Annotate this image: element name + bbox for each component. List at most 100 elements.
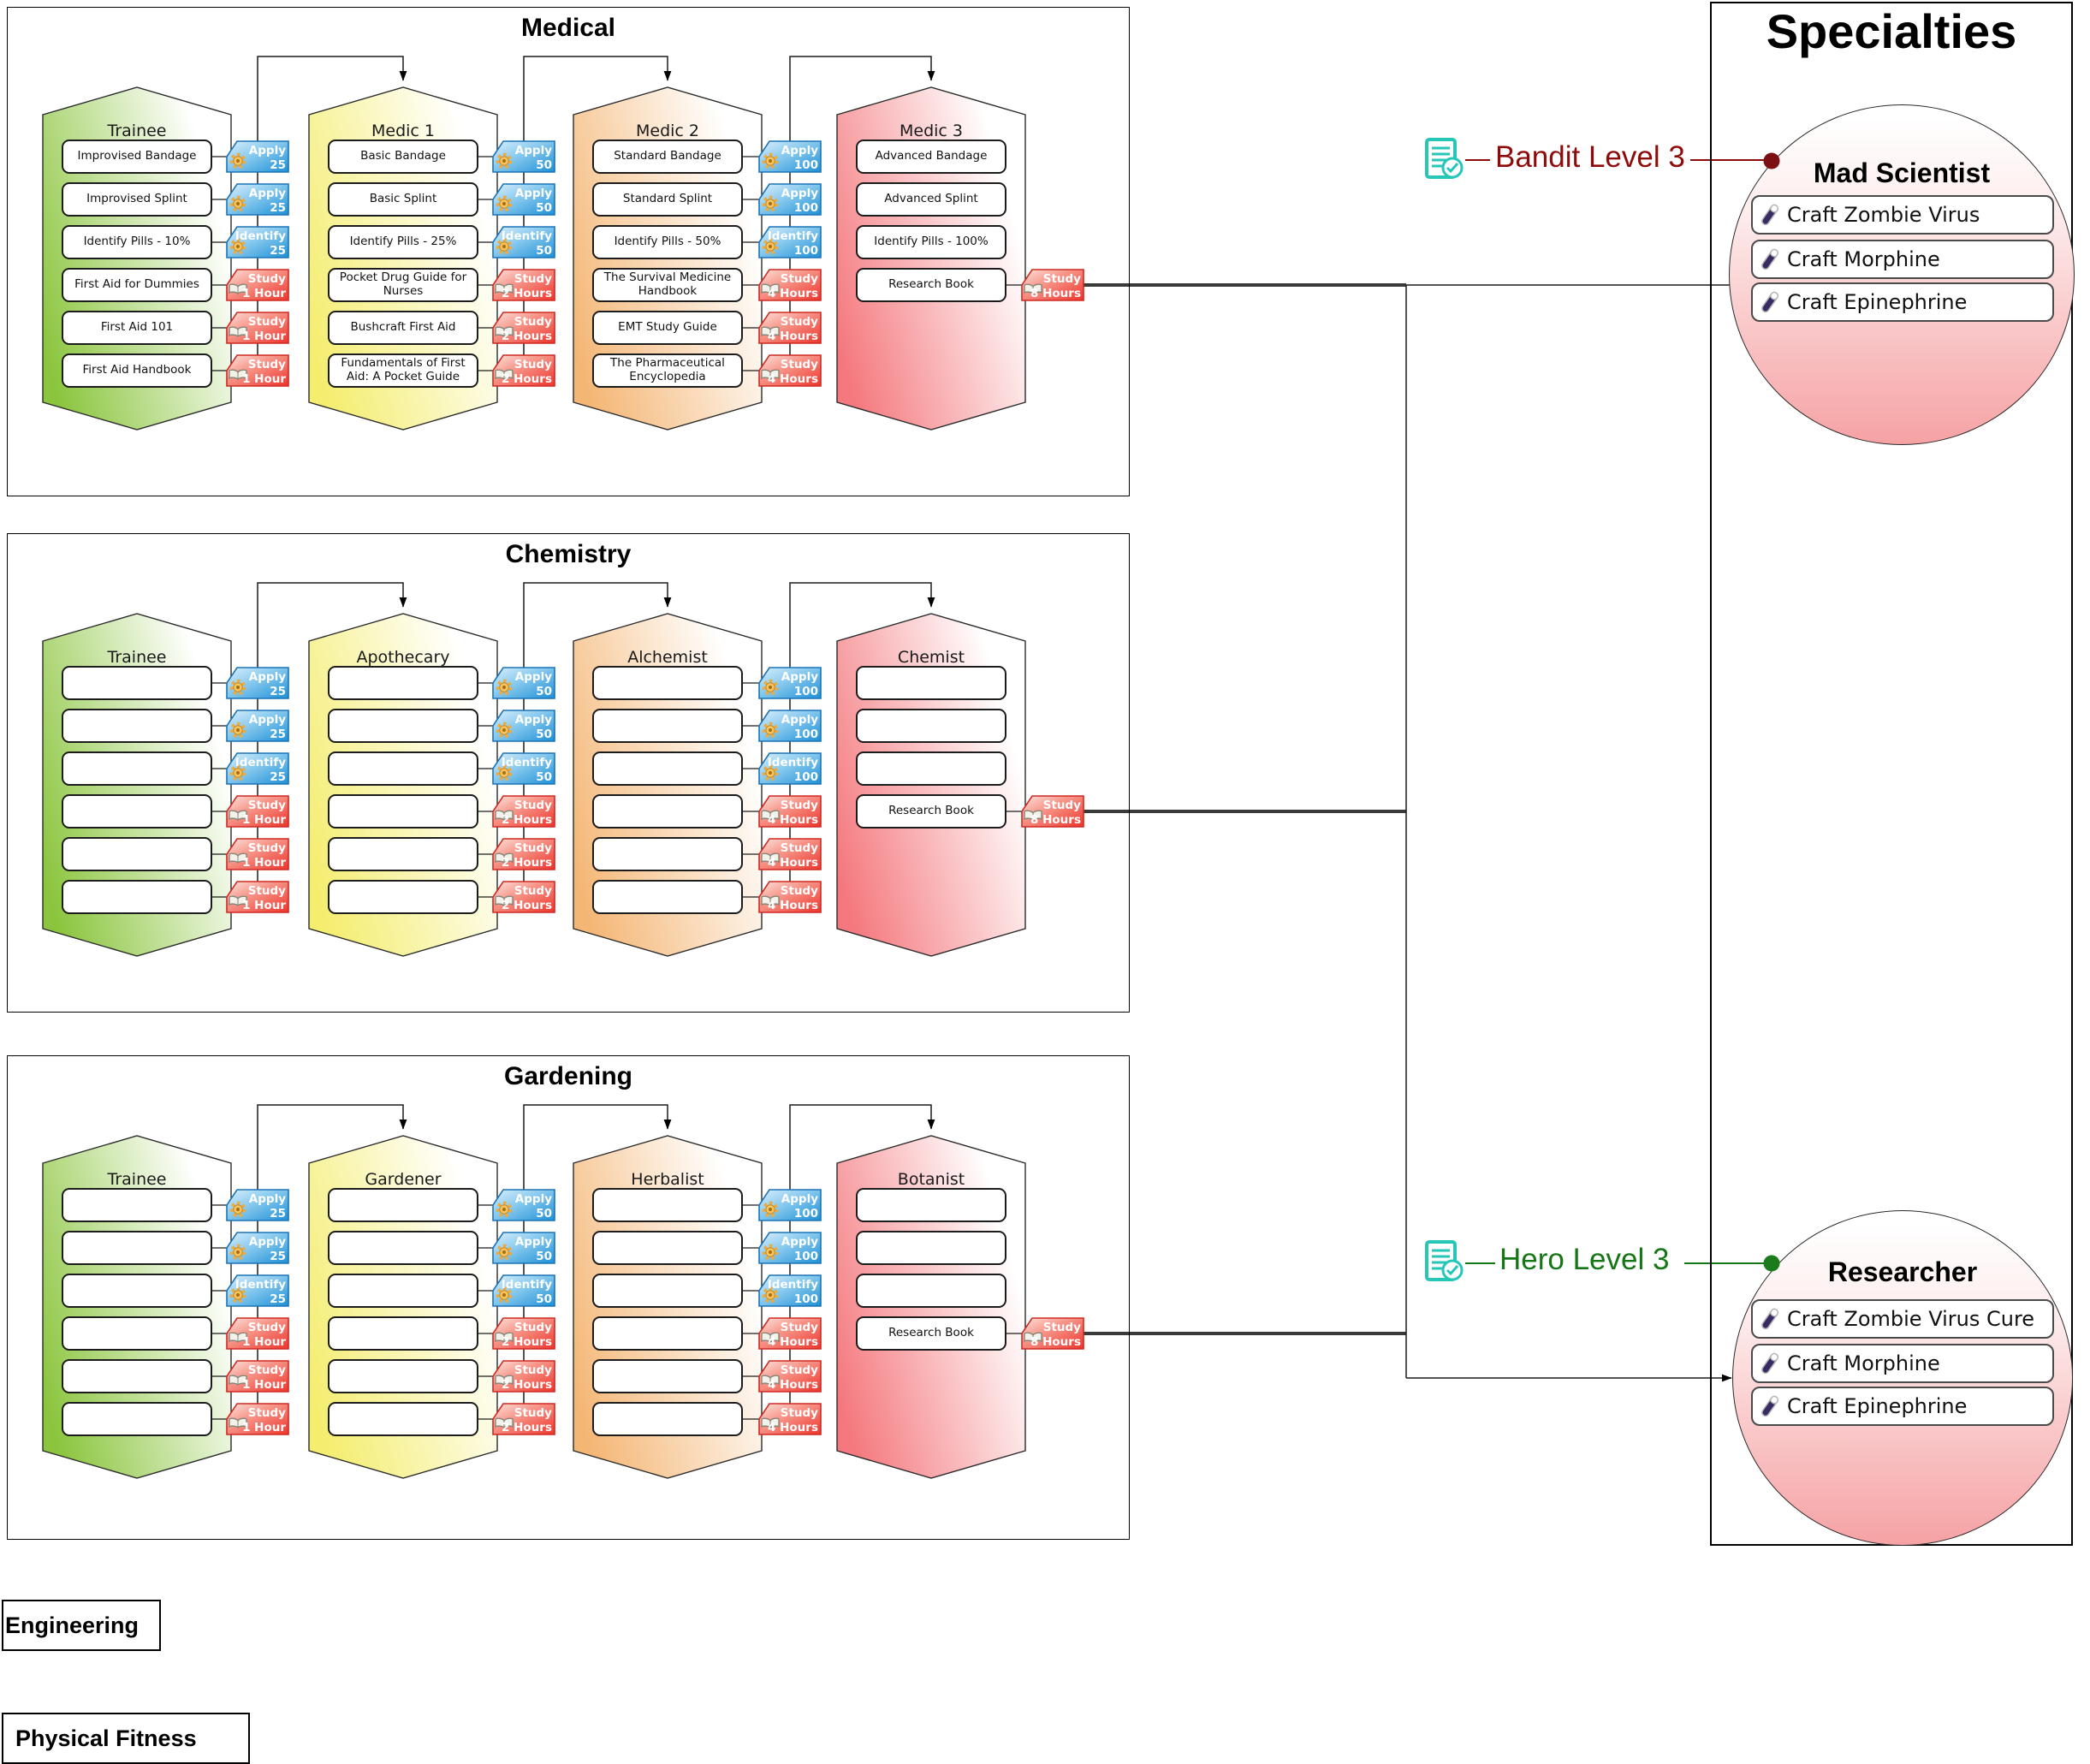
badge-value: 25 (270, 244, 286, 258)
gear-icon (229, 195, 246, 212)
skill-box-empty (62, 880, 212, 914)
badge-study: Study 1 Hour (223, 1359, 292, 1393)
skill-box-empty (328, 1188, 478, 1222)
badge-action: Study (781, 315, 818, 329)
badge-study: Study 1 Hour (223, 353, 292, 388)
badge-value: 1 Hour (242, 330, 286, 343)
badge-value: 25 (270, 1207, 286, 1221)
specialty-ability: Craft Epinephrine (1751, 282, 2054, 322)
book-icon (229, 283, 247, 294)
badge-study: Study 2 Hours (490, 1359, 558, 1393)
badge-action: Study (248, 884, 286, 898)
skill-box: First Aid for Dummies (62, 268, 212, 302)
skill-box: Identify Pills - 100% (856, 225, 1006, 259)
skill-box-empty (592, 1274, 743, 1308)
badge-value: 2 Hours (502, 1335, 552, 1349)
skill-box-empty (592, 1231, 743, 1265)
skill-box-empty (328, 794, 478, 829)
skill-box-empty (856, 1231, 1006, 1265)
badge-value: 50 (536, 1292, 552, 1306)
badge-study: Study 2 Hours (490, 311, 558, 345)
badge-value: 4 Hours (768, 287, 818, 300)
skill-box: Standard Bandage (592, 140, 743, 174)
badge-apply: Apply 50 (490, 182, 558, 217)
badge-action: Study (781, 1363, 818, 1377)
badge-action: Study (248, 358, 286, 371)
skill-box-empty (856, 1274, 1006, 1308)
specialty-ability-label: Craft Zombie Virus (1787, 203, 1980, 227)
skill-box: Advanced Bandage (856, 140, 1006, 174)
book-icon (761, 1375, 780, 1386)
badge-study: Study 1 Hour (223, 837, 292, 871)
skill-box-empty (328, 1231, 478, 1265)
badge-study: Study 4 Hours (756, 353, 824, 388)
badge-action: Study (1043, 272, 1081, 286)
badge-action: Study (514, 884, 552, 898)
badge-apply: Apply 100 (756, 1231, 824, 1265)
section-medical (7, 7, 1130, 496)
badge-action: Apply (249, 1235, 286, 1249)
skill-box-empty (592, 880, 743, 914)
specialty-ability-label: Craft Zombie Virus Cure (1787, 1307, 2035, 1331)
book-icon (229, 369, 247, 380)
badge-apply: Apply 25 (223, 182, 292, 217)
skill-box-empty (856, 666, 1006, 700)
badge-action: Study (781, 799, 818, 812)
specialty-ability-label: Craft Morphine (1787, 247, 1940, 271)
badge-action: Apply (249, 144, 286, 157)
badge-action: Study (1043, 1321, 1081, 1334)
badge-value: 100 (794, 685, 818, 698)
skill-box-empty (62, 1188, 212, 1222)
badge-action: Apply (515, 670, 552, 684)
badge-study: Study 8 Hours (1018, 794, 1087, 829)
category-box-physical-fitness: Physical Fitness (2, 1713, 250, 1764)
skill-box: First Aid Handbook (62, 353, 212, 388)
badge-action: Study (514, 1406, 552, 1420)
skill-box: Basic Bandage (328, 140, 478, 174)
skill-box: Fundamentals of First Aid: A Pocket Guid… (328, 353, 478, 388)
badge-apply: Apply 25 (223, 709, 292, 743)
book-icon (495, 283, 514, 294)
skill-box-empty (856, 709, 1006, 743)
badge-value: 2 Hours (502, 1378, 552, 1392)
book-icon (761, 895, 780, 906)
skill-box: Research Book (856, 1316, 1006, 1351)
badge-value: 25 (270, 158, 286, 172)
book-icon (229, 852, 247, 864)
badge-action: Study (781, 841, 818, 855)
badge-value: 50 (536, 244, 552, 258)
badge-action: Study (248, 1321, 286, 1334)
skill-box: Pocket Drug Guide for Nurses (328, 268, 478, 302)
book-icon (495, 1332, 514, 1343)
badge-value: 8 Hours (1030, 813, 1081, 827)
skill-box-empty (328, 1359, 478, 1393)
badge-study: Study 4 Hours (756, 837, 824, 871)
badge-action: Study (781, 272, 818, 286)
badge-value: 25 (270, 728, 286, 741)
badge-value: 1 Hour (242, 813, 286, 827)
skill-box-empty (62, 1359, 212, 1393)
badge-apply: Apply 50 (490, 1231, 558, 1265)
badge-study: Study 1 Hour (223, 1316, 292, 1351)
gear-icon (229, 1244, 246, 1261)
skill-box-empty (592, 1359, 743, 1393)
specialty-ability-label: Craft Epinephrine (1787, 1394, 1968, 1418)
gear-icon (496, 764, 513, 781)
badge-action: Study (514, 841, 552, 855)
badge-action: Study (514, 1321, 552, 1334)
book-icon (1024, 1332, 1042, 1343)
badge-value: 1 Hour (242, 899, 286, 912)
skill-box: The Survival Medicine Handbook (592, 268, 743, 302)
badge-study: Study 4 Hours (756, 1316, 824, 1351)
book-icon (495, 852, 514, 864)
gear-icon (229, 238, 246, 255)
specialty-ability: Craft Zombie Virus Cure (1751, 1299, 2054, 1339)
badge-value: 4 Hours (768, 1335, 818, 1349)
badge-action: Apply (249, 713, 286, 727)
book-icon (495, 326, 514, 337)
badge-value: 2 Hours (502, 813, 552, 827)
book-icon (495, 810, 514, 821)
column-header: Medic 2 (636, 122, 699, 140)
badge-apply: Apply 50 (490, 709, 558, 743)
